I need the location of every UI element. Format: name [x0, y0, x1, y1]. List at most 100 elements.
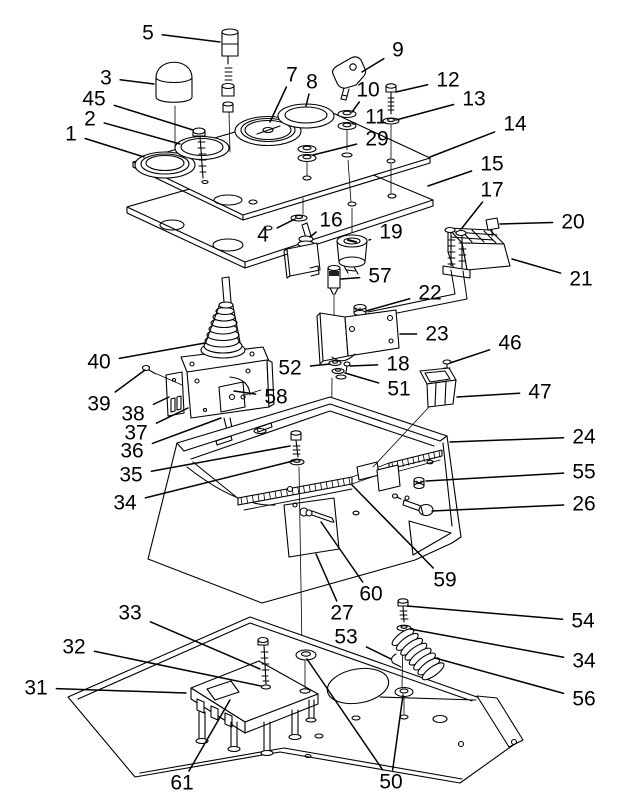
part-ignition-key [331, 56, 367, 131]
leader-line-53 [365, 646, 392, 660]
part-ignition-switch [336, 234, 368, 275]
leader-line-52 [309, 363, 331, 367]
callout-47-label: 47 [528, 381, 551, 404]
leader-line-58 [233, 390, 257, 395]
callout-57-label: 57 [368, 265, 391, 288]
callout-39-label: 39 [87, 393, 110, 416]
callout-22-label: 22 [418, 282, 441, 305]
callout-32-label: 32 [62, 636, 85, 659]
part-bracket-23 [316, 309, 400, 365]
callout-1-label: 1 [65, 123, 77, 146]
callout-37-label: 37 [124, 422, 147, 445]
leader-line-45 [113, 104, 194, 131]
callout-23-label: 23 [425, 323, 448, 346]
part-joystick [141, 276, 275, 453]
callout-3-label: 3 [100, 67, 112, 90]
callout-4-label: 4 [257, 224, 269, 247]
callout-50-label: 50 [379, 771, 402, 794]
leader-line-20 [499, 221, 554, 225]
leader-line-54 [406, 605, 564, 621]
leader-line-60 [320, 521, 364, 583]
assembly-alignment-lines [174, 105, 397, 233]
callout-45-label: 45 [82, 88, 105, 111]
leader-line-37 [155, 407, 189, 424]
callout-34-label: 34 [572, 650, 596, 673]
leader-line-24 [449, 437, 565, 443]
callout-24-label: 24 [572, 426, 596, 449]
callout-55-label: 55 [572, 461, 595, 484]
callout-46-label: 46 [498, 332, 521, 355]
leader-line-9 [361, 57, 385, 73]
leader-line-51 [344, 372, 380, 384]
leader-line-3 [119, 79, 155, 85]
leader-line-22 [365, 297, 411, 312]
callout-5-label: 5 [142, 22, 154, 45]
leader-line-31 [55, 687, 187, 694]
callout-17-label: 17 [480, 179, 503, 202]
callout-7-label: 7 [286, 64, 298, 87]
callout-61-label: 61 [170, 772, 193, 795]
callout-53-label: 53 [334, 626, 357, 649]
part-wire-harness [353, 269, 468, 319]
callout-15-label: 15 [480, 153, 503, 176]
leader-line-27 [315, 553, 338, 602]
callout-10-label: 10 [356, 79, 379, 102]
callout-59-label: 59 [433, 569, 456, 592]
part-console-interior [237, 406, 443, 558]
callout-33-label: 33 [118, 602, 141, 625]
part-screw-12 [382, 83, 400, 125]
leader-line-59 [351, 484, 435, 569]
callout-29-label: 29 [365, 128, 388, 151]
callout-31-label: 31 [24, 677, 47, 700]
leader-line-11 [352, 122, 357, 125]
leader-line-5 [161, 34, 221, 43]
leader-line-56 [434, 657, 565, 695]
part-gauge-bezels [134, 103, 335, 179]
callout-12-label: 12 [436, 69, 459, 92]
part-stem-switch [221, 28, 239, 113]
callout-16-label: 16 [319, 209, 342, 232]
callout-26-label: 26 [572, 493, 595, 516]
callout-2-label: 2 [84, 108, 96, 131]
callout-58-label: 58 [264, 386, 287, 409]
part-spring-assembly [391, 598, 445, 720]
callout-9-label: 9 [392, 39, 404, 62]
leader-line-18 [349, 364, 379, 367]
part-relay-holder [419, 359, 457, 408]
leader-line-7 [269, 86, 288, 123]
leader-line-38 [152, 396, 170, 406]
part-console-fasteners [289, 430, 434, 649]
leader-line-26 [431, 504, 565, 512]
callout-14-label: 14 [503, 113, 527, 136]
leader-line-29 [312, 143, 358, 156]
part-washers-29 [297, 144, 317, 163]
leader-line-34 [144, 460, 294, 499]
callout-27-label: 27 [330, 602, 353, 625]
callout-54-label: 54 [571, 610, 595, 633]
leader-line-1 [84, 137, 145, 158]
leader-line-57 [340, 276, 361, 280]
leader-line-21 [511, 258, 562, 274]
part-knob [155, 61, 193, 103]
callout-8-label: 8 [306, 71, 318, 94]
callout-60-label: 60 [359, 583, 382, 606]
leader-line-40 [118, 342, 206, 360]
leader-line-32 [93, 650, 262, 687]
callout-38-label: 38 [121, 403, 144, 426]
part-screw-33 [257, 636, 272, 690]
leader-line-50 [391, 694, 404, 771]
leader-line-36 [151, 417, 222, 445]
callout-51-label: 51 [387, 378, 410, 401]
leader-line-34 [409, 628, 565, 658]
callout-18-label: 18 [386, 353, 409, 376]
leader-line-50 [306, 658, 384, 771]
part-controller-module [190, 660, 319, 757]
callout-52-label: 52 [278, 357, 301, 380]
leader-line-39 [114, 369, 146, 393]
callout-56-label: 56 [572, 688, 595, 711]
callout-13-label: 13 [462, 88, 485, 111]
leader-line-33 [149, 621, 261, 670]
leader-line-2 [103, 122, 181, 145]
